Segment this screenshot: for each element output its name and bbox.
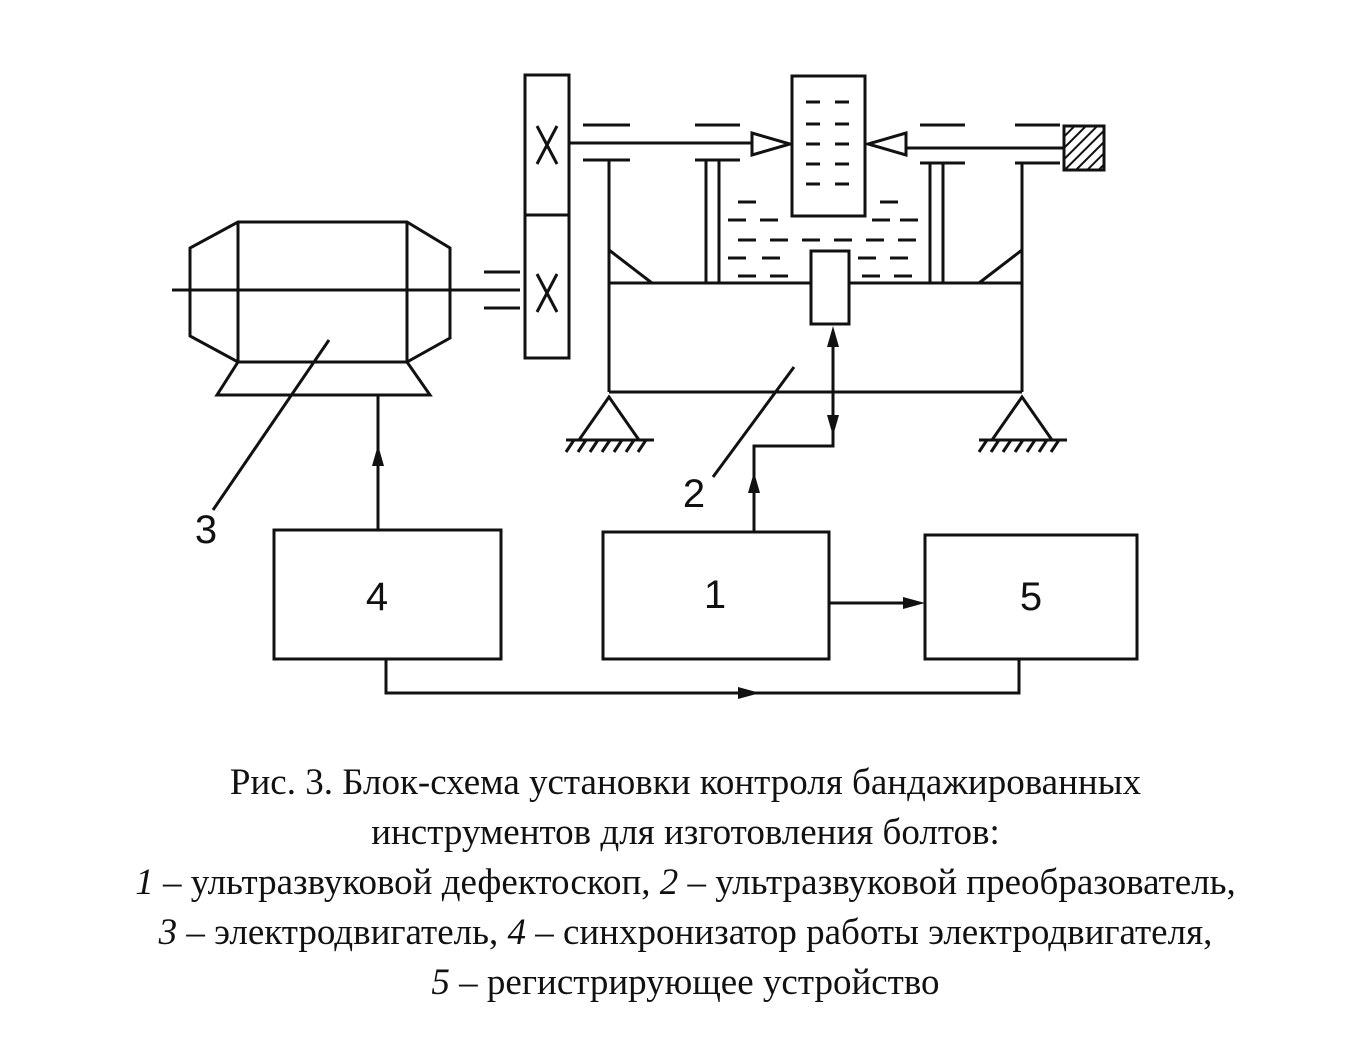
left-support [564, 394, 654, 453]
block-4-label: 4 [366, 575, 388, 619]
callout-leader-3 [211, 339, 331, 511]
right-shaft [862, 123, 1106, 172]
caption-title-line-1: Рис. 3. Блок-схема установки контроля ба… [229, 762, 1142, 803]
block-5-label: 5 [1020, 575, 1042, 619]
arrowhead-up-block1 [748, 472, 760, 493]
legend-num-2: 2 [659, 862, 679, 903]
right-support [977, 394, 1067, 453]
callout-leader-2 [711, 366, 796, 478]
connection-4-to-5 [384, 659, 1021, 695]
callout-label-3: 3 [195, 508, 217, 552]
gear-transmission [523, 73, 571, 360]
left-center [750, 131, 796, 157]
left-shaft [569, 123, 796, 162]
legend-text-2: – ультразвуковой преобразователь, [678, 862, 1236, 903]
figure-caption: Рис. 3. Блок-схема установки контроля ба… [0, 758, 1371, 1008]
legend-text-4: – синхронизатор работы электродвигателя, [525, 912, 1213, 953]
arrowhead-up-motor [372, 445, 384, 466]
arrowhead-right-block5 [903, 597, 925, 609]
motor-base [214, 360, 433, 397]
immersion-liquid [728, 200, 918, 278]
ultrasonic-transducer [809, 249, 851, 326]
legend-num-4: 4 [507, 912, 526, 953]
legend-num-5: 5 [431, 962, 450, 1003]
legend-num-1: 1 [135, 862, 154, 903]
right-center [862, 131, 908, 157]
caption-legend-line-2: 3 – электродвигатель, 4 – синхронизатор … [0, 908, 1371, 958]
block-1-label: 1 [704, 573, 726, 617]
arrowhead-up-transducer [827, 326, 839, 347]
block-1-flaw-detector [601, 530, 831, 661]
tool-specimen [790, 74, 867, 218]
machine-frame [607, 160, 1024, 394]
legend-text-5: – регистрирующее устройство [449, 962, 940, 1003]
block-diagram: 4 1 5 2 3 [172, 73, 1139, 699]
arrowhead-down-transducer [827, 415, 839, 436]
caption-legend-line-3: 5 – регистрирующее устройство [0, 958, 1371, 1008]
legend-text-3: – электродвигатель, [177, 912, 508, 953]
callout-label-2: 2 [683, 472, 705, 516]
legend-num-3: 3 [158, 912, 178, 953]
hatched-end-block [1062, 124, 1106, 172]
caption-legend-line-1: 1 – ультразвуковой дефектоскоп, 2 – ульт… [0, 858, 1371, 908]
legend-text-1: – ультразвуковой дефектоскоп, [153, 862, 660, 903]
arrowhead-right-bottom-line [738, 687, 760, 699]
block-5-recorder [923, 533, 1139, 661]
caption-title-line-2: инструментов для изготовления болтов: [371, 812, 1000, 853]
electric-motor [172, 220, 520, 397]
